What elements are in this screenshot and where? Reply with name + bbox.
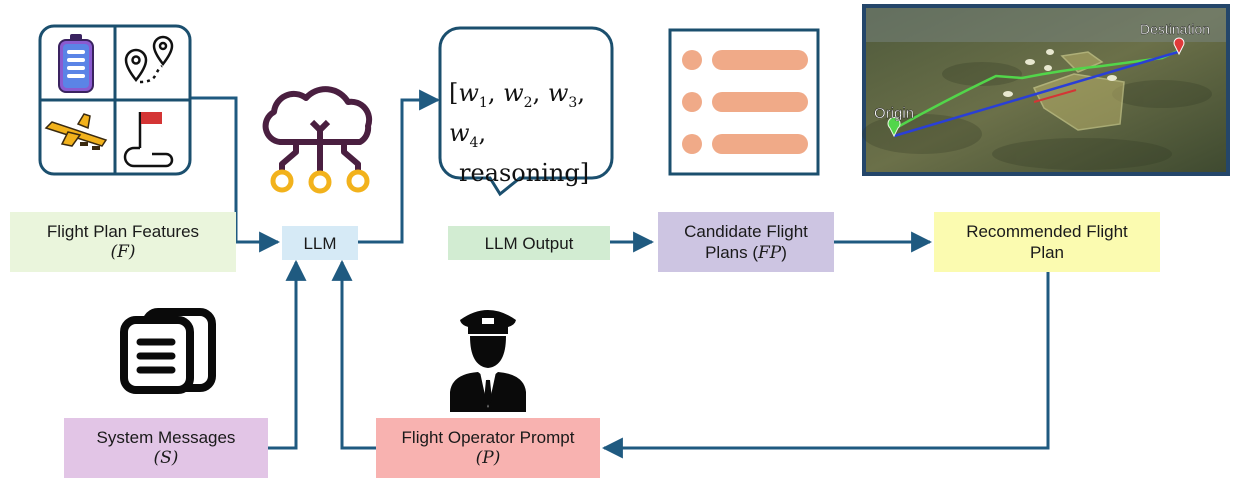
llm-output-weights: [w1, w2, w3, w4, reasoning]: [449, 78, 619, 188]
flag-path-icon: [123, 112, 174, 168]
ai-cloud-icon: [262, 86, 373, 194]
arrow-features-to-llm: [190, 96, 281, 253]
flight-operator-prompt-label: Flight Operator Prompt (P): [376, 418, 600, 478]
arrow-operator-to-llm: [331, 259, 376, 450]
airplane-icon: [44, 113, 108, 150]
map-origin-label: Origin: [874, 105, 914, 122]
pilot-icon: [450, 310, 526, 412]
route-pins-icon: [124, 35, 174, 84]
map-image: Origin Destination: [862, 4, 1230, 176]
list-icon: [668, 28, 820, 176]
system-messages-label: System Messages (S): [64, 418, 268, 478]
speech-bubble: [438, 26, 614, 197]
arrow-llm-to-bubble: [358, 89, 441, 244]
arrow-recommended-to-operator: [601, 272, 1050, 459]
llm-node: LLM: [282, 226, 358, 260]
flight-plan-features-label: Flight Plan Features (F): [10, 212, 236, 272]
feature-icon-grid: [38, 24, 192, 176]
recommended-flight-plan-label: Recommended Flight Plan: [934, 212, 1160, 272]
arrow-system-to-llm: [268, 259, 307, 450]
candidate-flight-plans-label: Candidate Flight Plans (FP): [658, 212, 834, 272]
battery-icon: [58, 34, 94, 93]
llm-output-label: LLM Output: [448, 226, 610, 260]
document-stack-icon: [120, 308, 216, 394]
map-destination-label: Destination: [1140, 21, 1210, 37]
weights-line: [w1, w2, w3, w4,: [449, 79, 585, 151]
reasoning-line: reasoning]: [459, 158, 590, 187]
